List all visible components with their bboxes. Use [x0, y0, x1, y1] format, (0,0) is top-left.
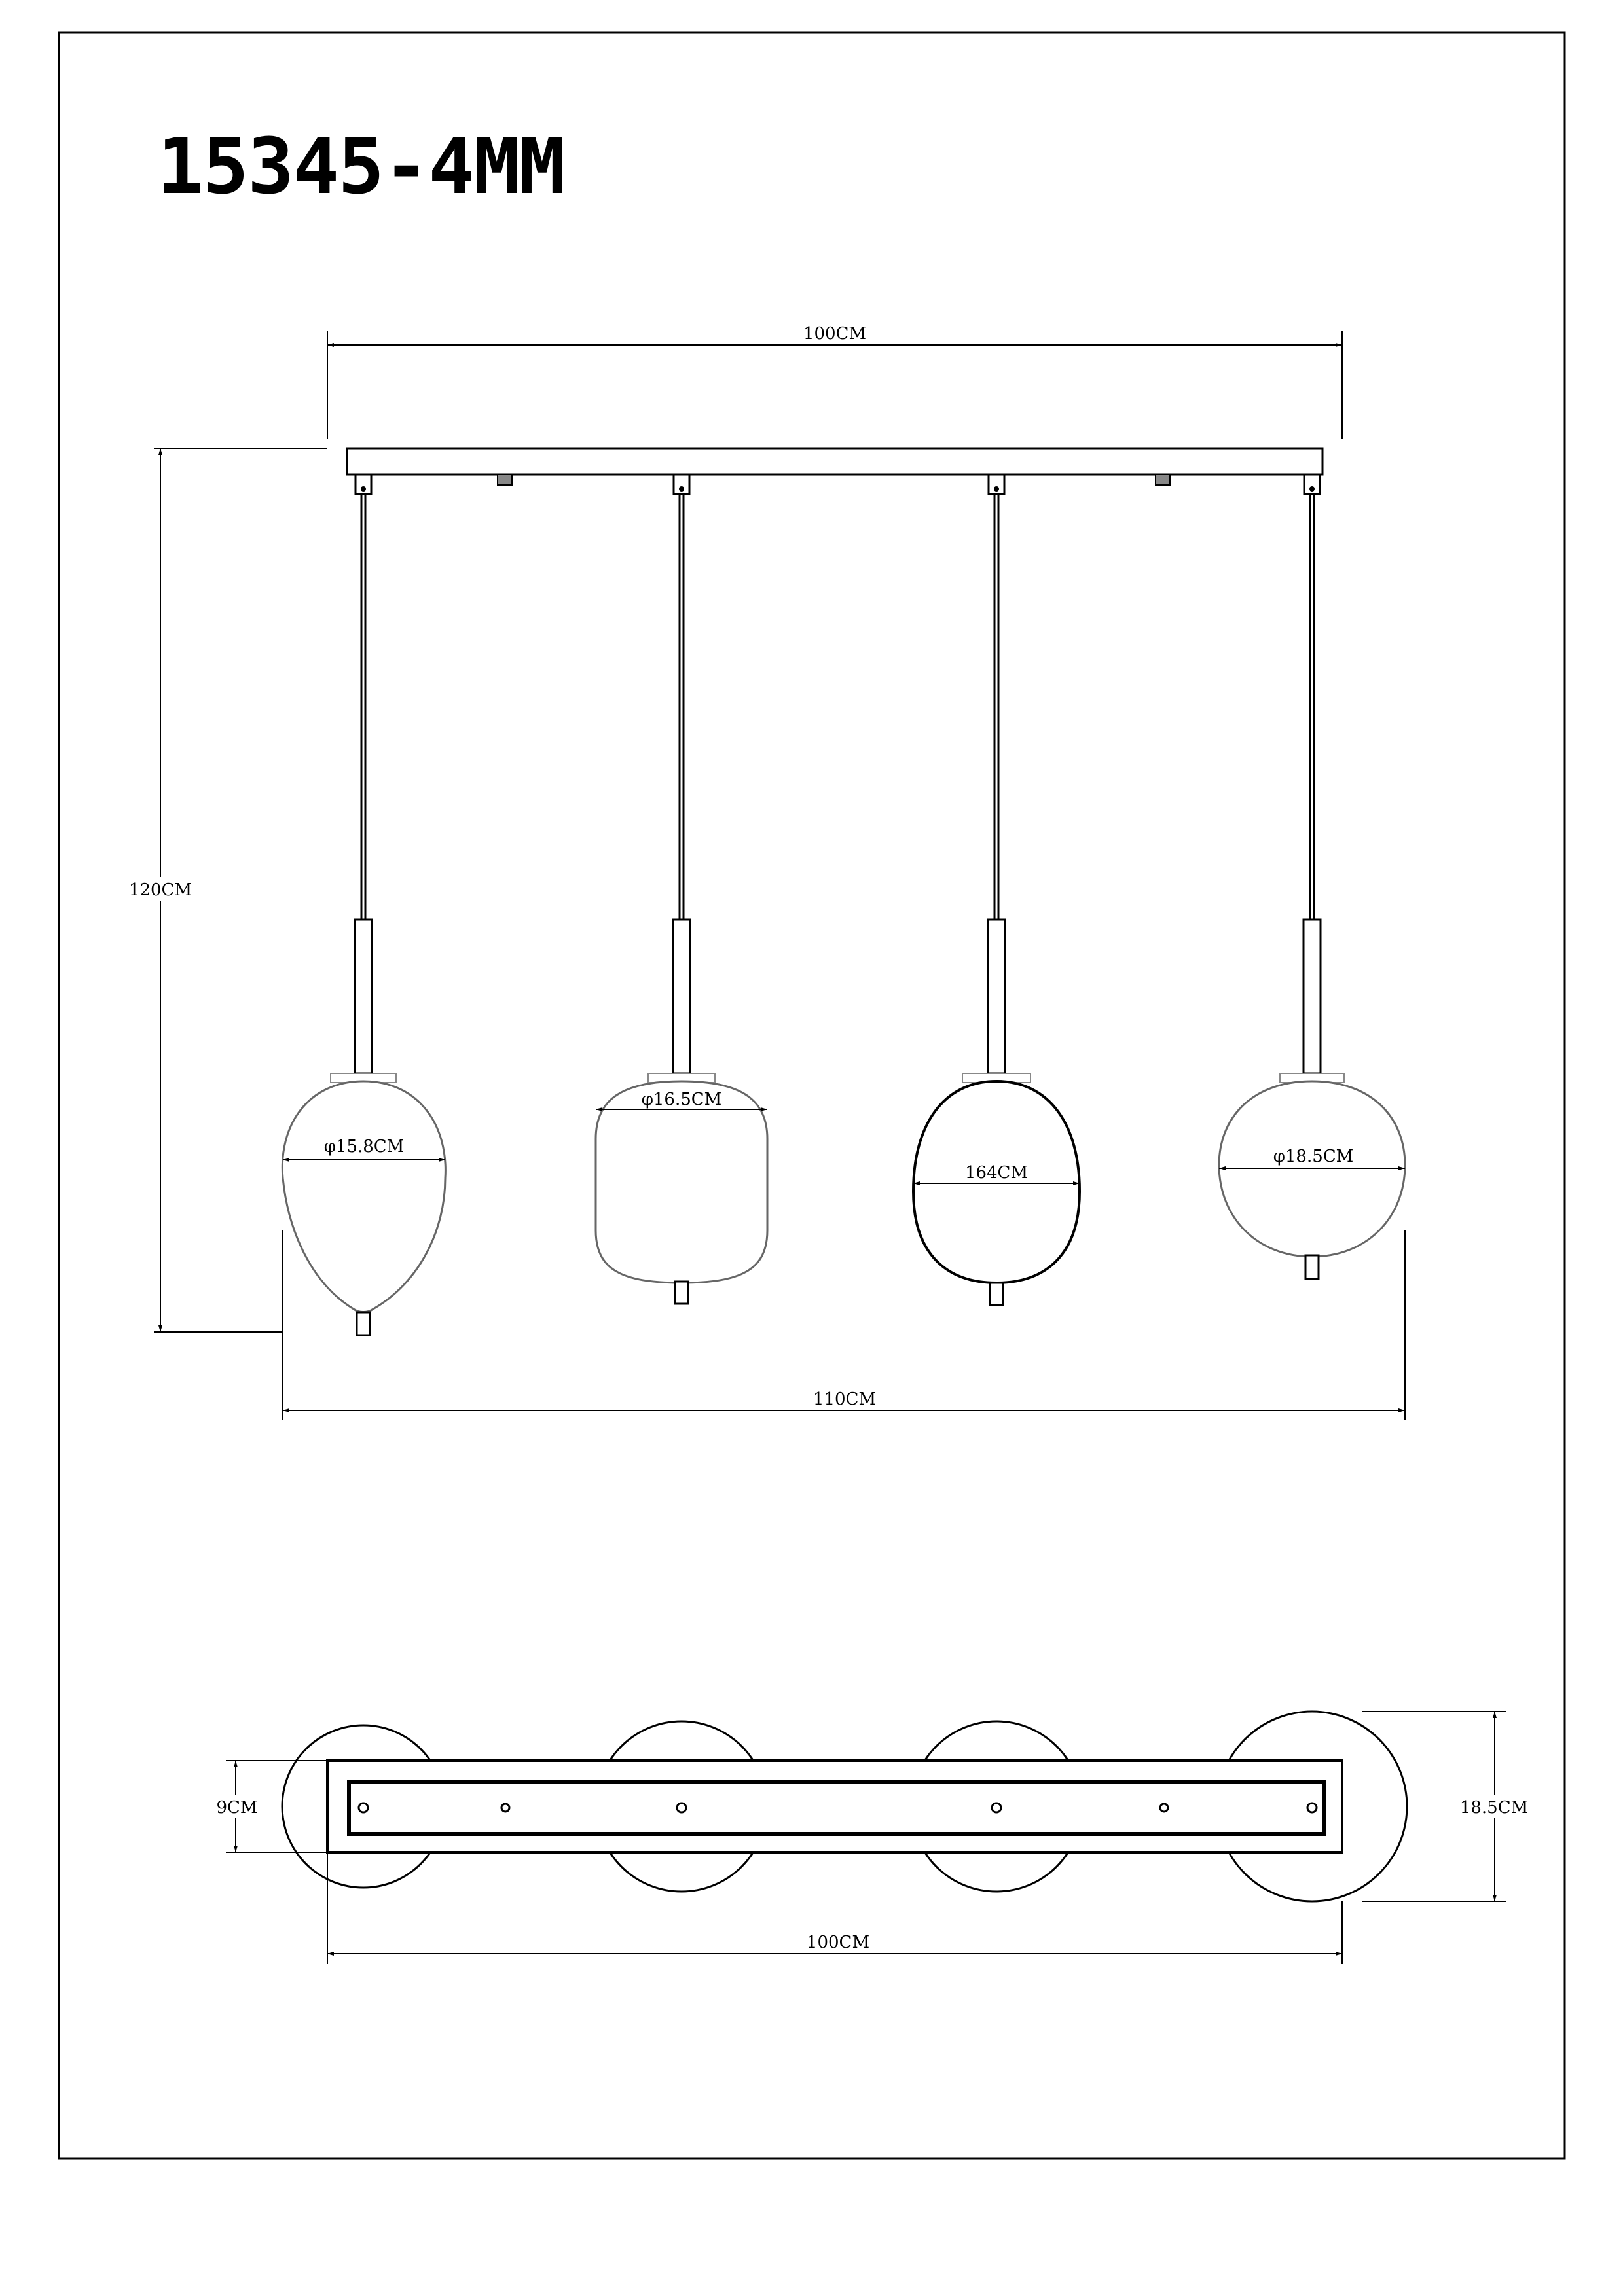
dim-height-label: 120CM	[129, 880, 192, 900]
dim-total-label: 110CM	[813, 1390, 876, 1409]
hole	[500, 1803, 511, 1813]
shade-label-1: φ15.8CM	[324, 1137, 405, 1157]
front-view: 100CM 120CM	[129, 322, 1406, 1420]
canopy-bar	[346, 447, 1324, 476]
page-frame	[58, 31, 1566, 2160]
model-title: 15345-4MM	[157, 121, 565, 211]
pendant-4: φ18.5CM	[1218, 473, 1406, 1280]
pendant-1: φ15.8CM	[281, 473, 447, 1336]
dim-width-label: 100CM	[803, 324, 866, 344]
top-canopy-inner	[347, 1780, 1326, 1836]
canopy-screw	[1155, 474, 1171, 486]
pendant-3: 164CM	[911, 473, 1082, 1306]
shade-label-3: 164CM	[965, 1163, 1028, 1183]
hole	[357, 1802, 369, 1814]
dim-depth-label: 9CM	[216, 1798, 257, 1818]
shade-label-4: φ18.5CM	[1273, 1147, 1354, 1166]
dim-shade-label: 18.5CM	[1460, 1798, 1528, 1818]
shade-label-2: φ16.5CM	[642, 1090, 722, 1109]
hole	[1159, 1803, 1169, 1813]
pendant-2: φ16.5CM	[594, 473, 769, 1305]
hole	[991, 1802, 1002, 1814]
hole	[676, 1802, 687, 1814]
hole	[1306, 1802, 1318, 1814]
canopy-screw	[497, 474, 513, 486]
dim-top-width-label: 100CM	[807, 1933, 869, 1952]
top-view: 9CM 18.5CM 100CM	[213, 1710, 1539, 1964]
